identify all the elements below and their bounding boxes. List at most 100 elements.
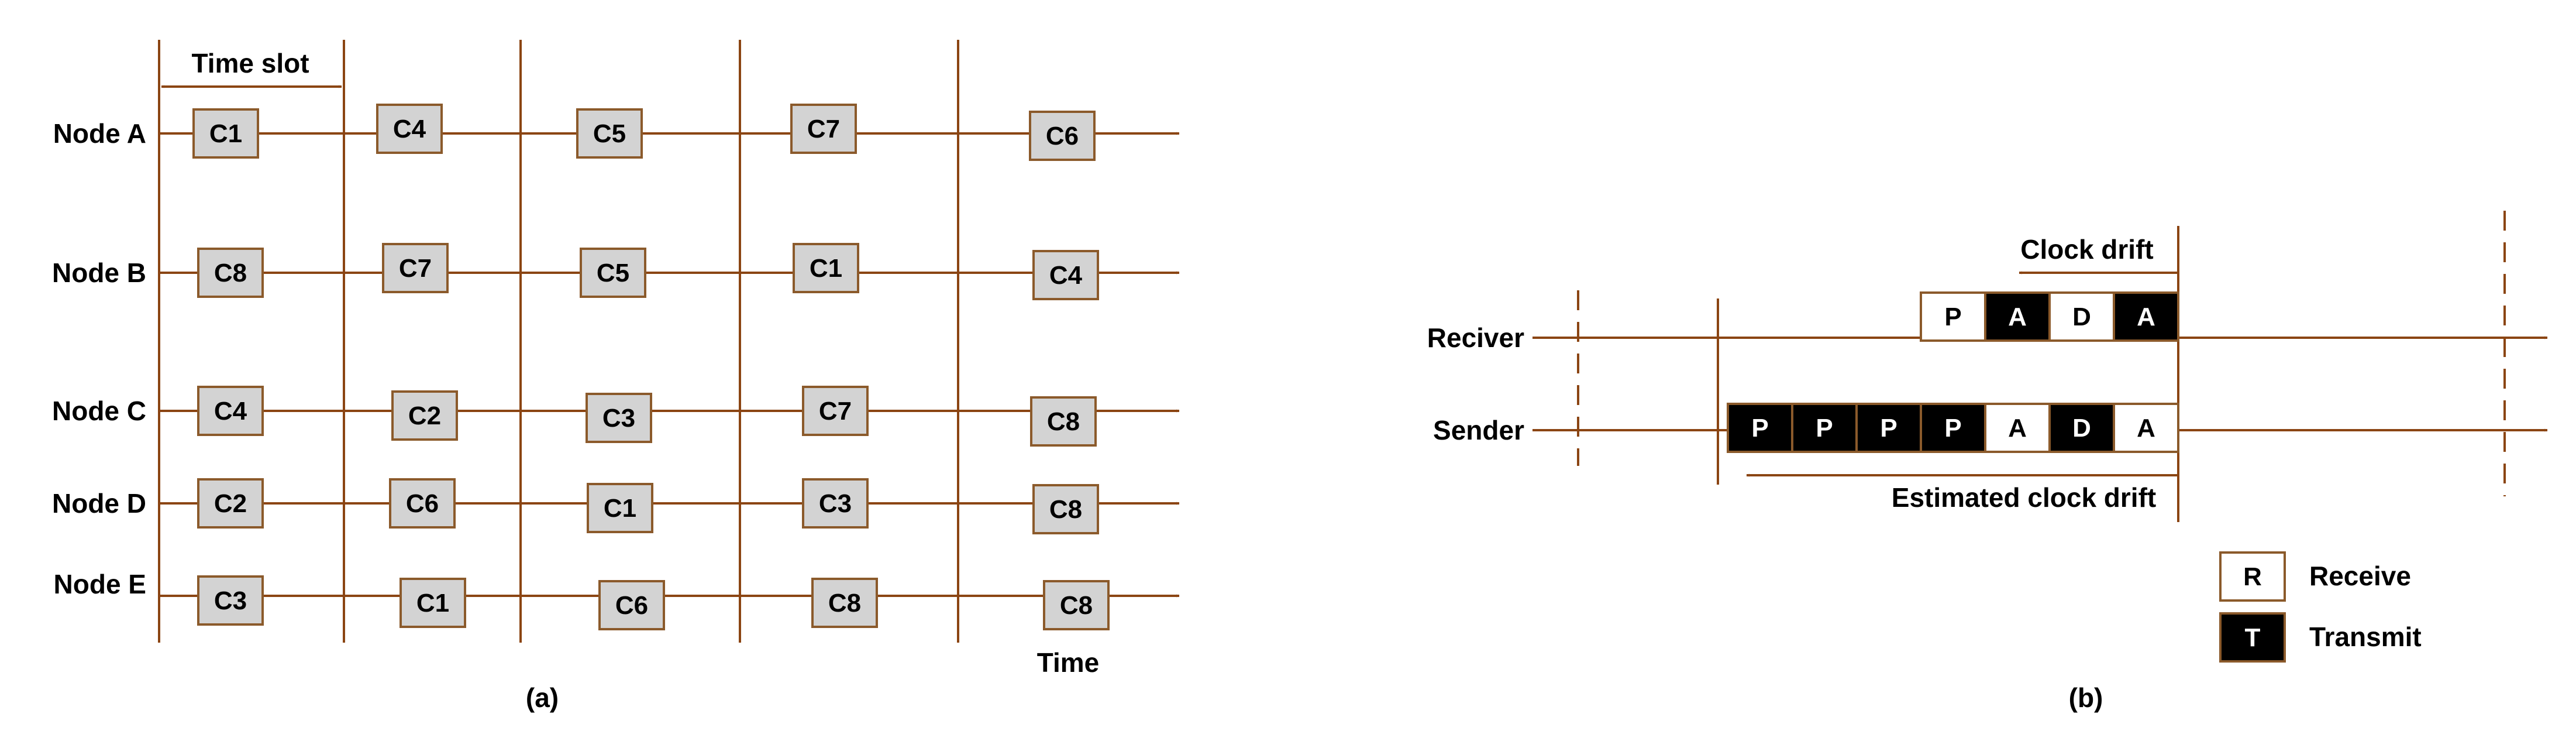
channel-cell: C6 bbox=[1029, 111, 1096, 161]
transmit-block: D bbox=[2048, 403, 2115, 453]
panel-b-caption: (b) bbox=[2069, 682, 2103, 713]
channel-cell-box bbox=[197, 478, 264, 529]
slot-block-box bbox=[1855, 403, 1922, 453]
time-slot-label: Time slot bbox=[191, 48, 309, 78]
channel-cell: C7 bbox=[382, 243, 449, 293]
channel-cell: C8 bbox=[811, 578, 878, 628]
legend-symbol: T bbox=[2245, 623, 2261, 652]
channel-cell-box bbox=[580, 248, 646, 298]
channel-cell-box bbox=[1043, 580, 1110, 630]
channel-cell-label: C7 bbox=[819, 397, 852, 426]
slot-block-label: P bbox=[1944, 303, 1961, 331]
legend-swatch bbox=[2219, 612, 2286, 663]
channel-cell: C3 bbox=[802, 478, 869, 529]
channel-cell-label: C1 bbox=[416, 589, 449, 617]
receiver-label: Reciver bbox=[1427, 322, 1524, 353]
channel-cell: C3 bbox=[197, 575, 264, 626]
channel-cell: C1 bbox=[793, 243, 859, 293]
channel-cell: C4 bbox=[197, 386, 264, 436]
legend-label: Transmit bbox=[2309, 622, 2422, 652]
channel-cell-label: C8 bbox=[1047, 407, 1080, 436]
channel-cell: C6 bbox=[598, 580, 665, 630]
node-label: Node C bbox=[52, 396, 146, 426]
slot-block-label: P bbox=[1751, 414, 1768, 442]
channel-cell-label: C2 bbox=[408, 402, 441, 430]
transmit-block: P bbox=[1920, 403, 1986, 453]
slot-block-label: P bbox=[1880, 414, 1897, 442]
channel-cell-label: C1 bbox=[810, 254, 842, 283]
time-axis-label: Time bbox=[1037, 647, 1100, 678]
clock-drift-label: Clock drift bbox=[2020, 234, 2153, 265]
channel-cell-box bbox=[192, 108, 259, 159]
channel-cell-box bbox=[382, 243, 449, 293]
channel-cell-box bbox=[1032, 250, 1099, 300]
channel-cell: C5 bbox=[576, 108, 643, 159]
channel-cell-label: C6 bbox=[1046, 122, 1079, 150]
channel-cell-label: C6 bbox=[406, 489, 439, 518]
channel-cell-box bbox=[391, 390, 458, 441]
receive-block: A bbox=[1984, 403, 2051, 453]
channel-cell: C2 bbox=[197, 478, 264, 529]
legend-symbol: R bbox=[2243, 562, 2262, 591]
channel-cell-box bbox=[598, 580, 665, 630]
channel-cell: C8 bbox=[1030, 396, 1097, 447]
channel-cell: C7 bbox=[802, 386, 869, 436]
channel-cell-label: C6 bbox=[615, 591, 648, 620]
slot-block-box bbox=[1727, 403, 1793, 453]
legend-label: Receive bbox=[2309, 561, 2411, 591]
transmit-block: P bbox=[1791, 403, 1858, 453]
channel-cell: C7 bbox=[790, 104, 857, 154]
transmit-block: P bbox=[1727, 403, 1793, 453]
channel-cell: C4 bbox=[1032, 250, 1099, 300]
slot-block-box bbox=[2048, 291, 2115, 342]
node-row: Node E C3 C1 C6 C8 C8 bbox=[54, 569, 1180, 630]
panel-a-caption: (a) bbox=[526, 682, 559, 713]
channel-cell: C8 bbox=[1032, 484, 1099, 534]
channel-cell: C3 bbox=[586, 393, 652, 443]
channel-cell-box bbox=[1029, 111, 1096, 161]
panel-b-clock-drift: Reciver Sender Clock drift Estimated clo… bbox=[1427, 211, 2548, 713]
node-row: Node C C4 C2 C3 C7 C8 bbox=[52, 386, 1180, 447]
channel-cell-box bbox=[1030, 396, 1097, 447]
channel-cell-box bbox=[586, 393, 652, 443]
channel-cell-label: C4 bbox=[1049, 261, 1083, 290]
channel-cell-box bbox=[793, 243, 859, 293]
transmit-block: P bbox=[1855, 403, 1922, 453]
transmit-block: A bbox=[1984, 291, 2051, 342]
channel-cell-label: C1 bbox=[209, 119, 242, 148]
legend-item: T Transmit bbox=[2219, 612, 2422, 663]
channel-cell-label: C5 bbox=[593, 119, 626, 148]
channel-cell-box bbox=[587, 483, 653, 533]
channel-cell-box bbox=[790, 104, 857, 154]
node-label: Node E bbox=[54, 569, 146, 599]
channel-cell-box bbox=[197, 386, 264, 436]
channel-cell: C4 bbox=[376, 104, 443, 154]
channel-cell-box bbox=[376, 104, 443, 154]
channel-cell: C6 bbox=[389, 478, 456, 529]
channel-cell-label: C3 bbox=[819, 489, 852, 518]
channel-cell-box bbox=[400, 578, 466, 628]
channel-cell-box bbox=[811, 578, 878, 628]
receive-block: P bbox=[1920, 291, 1986, 342]
slot-block-label: A bbox=[2137, 303, 2155, 331]
slot-block-label: P bbox=[1816, 414, 1833, 442]
channel-cell-label: C1 bbox=[604, 494, 636, 523]
node-label: Node B bbox=[52, 258, 146, 288]
channel-cell: C8 bbox=[1043, 580, 1110, 630]
node-label: Node D bbox=[52, 488, 146, 519]
channel-cell-box bbox=[802, 386, 869, 436]
channel-cell-box bbox=[802, 478, 869, 529]
channel-cell-box bbox=[576, 108, 643, 159]
channel-cell-label: C5 bbox=[597, 259, 629, 287]
slot-boundaries bbox=[158, 40, 959, 643]
channel-cell: C1 bbox=[400, 578, 466, 628]
channel-cell-label: C3 bbox=[602, 404, 635, 433]
slot-block-box bbox=[1984, 403, 2051, 453]
slot-block-box bbox=[1920, 291, 1986, 342]
channel-cell-label: C8 bbox=[1049, 495, 1082, 524]
slot-block-box bbox=[2113, 291, 2179, 342]
